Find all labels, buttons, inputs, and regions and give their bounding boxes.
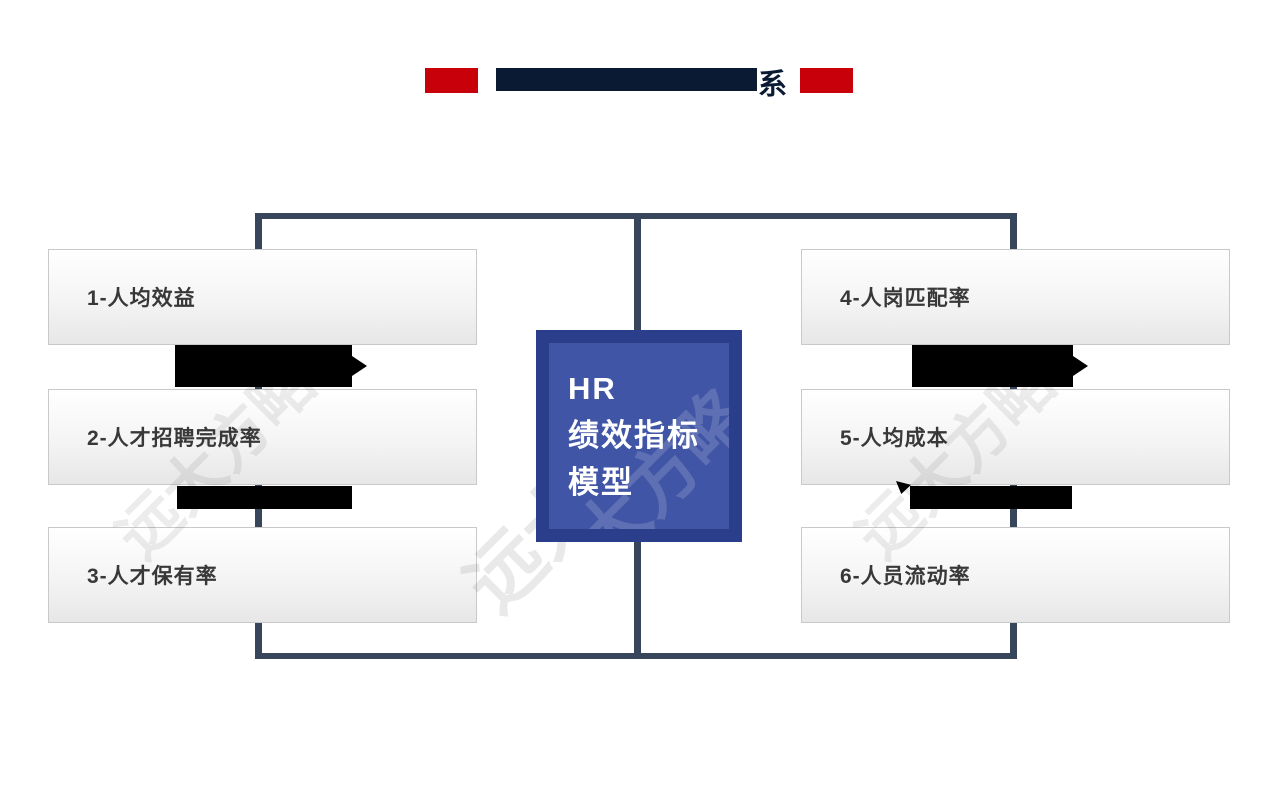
redacted-label-bar-right-top [912,345,1073,387]
redacted-label-bar-left-bottom [177,486,352,509]
metric-box-3: 3-人才保有率 [48,527,477,623]
redacted-arrow-tip-left-top [352,356,367,376]
title-accent-right [800,68,853,93]
metric-label-5: 5-人均成本 [840,427,949,450]
metric-label-2: 2-人才招聘完成率 [87,427,262,450]
metric-label-3: 3-人才保有率 [87,565,218,588]
metric-label-1: 1-人均效益 [87,287,196,310]
center-box-line-1: HR [568,371,617,406]
metric-label-6: 6-人员流动率 [840,565,971,588]
metric-box-2: 2-人才招聘完成率 [48,389,477,485]
center-model-box-inner: 远大方略 HR 绩效指标 模型 [549,343,729,529]
redacted-arrow-tip-right-top [1073,356,1088,376]
title-redaction-bar [496,68,757,91]
redacted-label-bar-right-bottom [910,486,1072,509]
center-box-line-2: 绩效指标 [568,418,700,453]
metric-box-4: 4-人岗匹配率 [801,249,1230,345]
center-model-box: 远大方略 HR 绩效指标 模型 [536,330,742,542]
page-title-suffix: 系 [758,69,788,101]
metric-label-4: 4-人岗匹配率 [840,287,971,310]
metric-box-1: 1-人均效益 [48,249,477,345]
metric-box-5: 5-人均成本 [801,389,1230,485]
center-box-line-3: 模型 [568,465,634,500]
title-accent-left [425,68,478,93]
metric-box-6: 6-人员流动率 [801,527,1230,623]
redacted-label-bar-left-top [175,345,352,387]
